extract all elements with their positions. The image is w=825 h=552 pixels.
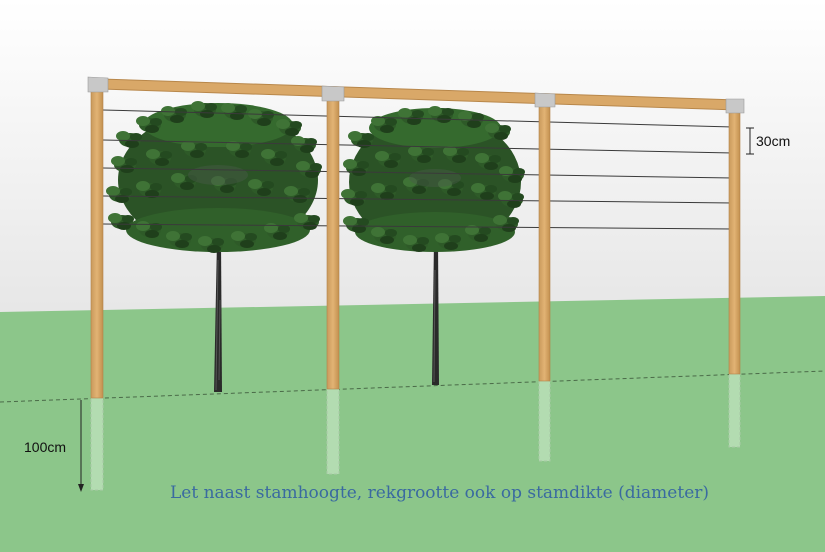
post-4	[728, 108, 741, 375]
post-depth-label: 100cm	[24, 439, 66, 455]
trellis-wires	[102, 109, 734, 230]
brackets	[87, 76, 745, 114]
post-1	[90, 87, 104, 399]
tree-left	[106, 101, 322, 392]
post-2	[326, 95, 340, 390]
post-depth-dimension: 100cm	[24, 400, 84, 492]
wire-spacing-dimension: 30cm	[746, 127, 790, 155]
wire-spacing-label: 30cm	[756, 133, 790, 149]
caption-text: Let naast stamhoogte, rekgrootte ook op …	[170, 483, 709, 503]
grass-ground	[0, 296, 825, 552]
post-3	[538, 102, 551, 382]
ground-line	[0, 370, 825, 403]
posts	[90, 87, 741, 399]
